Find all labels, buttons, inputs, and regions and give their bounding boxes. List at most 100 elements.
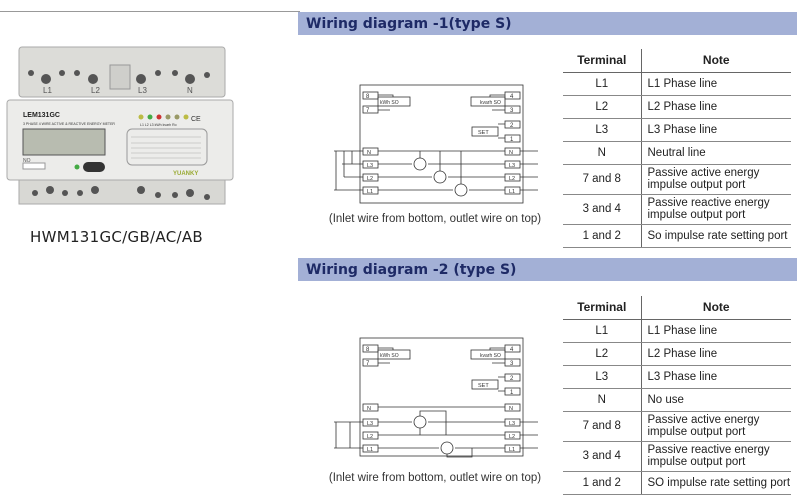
svg-text:L3: L3 [367, 421, 373, 427]
note-cell: Neutral line [641, 141, 791, 165]
diagram-1-caption: (Inlet wire from bottom, outlet wire on … [328, 213, 542, 225]
col-terminal: Terminal [563, 49, 642, 73]
svg-text:kWh SO: kWh SO [380, 353, 399, 359]
svg-text:YUANKY: YUANKY [173, 171, 198, 177]
model-label: HWM131GC/GB/AC/AB [30, 228, 203, 246]
terminal-cell: 7 and 8 [563, 164, 642, 195]
note-cell: L2 Phase line [641, 342, 791, 366]
svg-text:L1 L2 L3 kWh kvarh Ro: L1 L2 L3 kWh kvarh Ro [140, 123, 177, 127]
svg-text:LEM131GC: LEM131GC [23, 112, 60, 119]
svg-text:3: 3 [510, 361, 514, 367]
svg-text:L1: L1 [509, 447, 515, 453]
svg-text:SET: SET [478, 130, 489, 136]
note-cell: L1 Phase line [641, 72, 791, 96]
svg-text:L3: L3 [367, 163, 373, 169]
svg-text:4: 4 [510, 94, 514, 100]
svg-text:L1: L1 [367, 447, 373, 453]
svg-text:L1: L1 [509, 189, 515, 195]
svg-text:2: 2 [510, 123, 514, 129]
svg-text:L3: L3 [509, 163, 515, 169]
svg-text:2: 2 [510, 376, 514, 382]
svg-text:7: 7 [366, 108, 370, 114]
terminal-cell: 3 and 4 [563, 194, 642, 225]
svg-text:N: N [509, 150, 513, 156]
svg-text:kvarh SO: kvarh SO [480, 100, 501, 106]
svg-text:L2: L2 [509, 434, 515, 440]
svg-text:N: N [367, 150, 371, 156]
note-cell: L3 Phase line [641, 365, 791, 389]
col-note: Note [641, 49, 791, 73]
note-cell: Passive active energy impulse output por… [641, 164, 791, 195]
svg-text:L2: L2 [367, 176, 373, 182]
note-cell: SO impulse rate setting port [641, 471, 791, 495]
col-terminal: Terminal [563, 296, 642, 320]
note-cell: Passive reactive energy impulse output p… [641, 441, 791, 472]
terminal-cell: 7 and 8 [563, 411, 642, 442]
svg-text:CE: CE [191, 116, 201, 123]
note-cell: So impulse rate setting port [641, 224, 791, 248]
svg-text:L1: L1 [43, 86, 52, 95]
svg-text:N: N [367, 406, 371, 412]
svg-text:L2: L2 [91, 86, 100, 95]
svg-text:N: N [509, 406, 513, 412]
note-cell: L1 Phase line [641, 319, 791, 343]
col-note: Note [641, 296, 791, 320]
terminal-cell: L1 [563, 72, 642, 96]
svg-text:3: 3 [510, 108, 514, 114]
note-cell: No use [641, 388, 791, 412]
svg-text:L2: L2 [509, 176, 515, 182]
note-cell: L2 Phase line [641, 95, 791, 119]
terminal-cell: L2 [563, 95, 642, 119]
terminal-cell: L3 [563, 365, 642, 389]
svg-text:NO: NO [23, 158, 31, 164]
svg-text:3 PHASE 4 WIRE ACTIVE & REACTI: 3 PHASE 4 WIRE ACTIVE & REACTIVE ENERGY … [23, 122, 115, 126]
svg-text:8: 8 [366, 347, 370, 353]
terminal-cell: L1 [563, 319, 642, 343]
divider-line [0, 11, 300, 12]
terminal-cell: L2 [563, 342, 642, 366]
note-cell: Passive active energy impulse output por… [641, 411, 791, 442]
energy-meter-image: L1 L2 L3 N LEM131GC 3 PHASE 4 WIRE ACTIV… [6, 46, 234, 205]
svg-text:L3: L3 [509, 421, 515, 427]
svg-text:kWh SO: kWh SO [380, 100, 399, 106]
svg-text:N: N [187, 86, 193, 95]
section-header-wiring-1: Wiring diagram -1(type S) [298, 12, 797, 35]
terminal-cell: N [563, 141, 642, 165]
diagram-2-caption: (Inlet wire from bottom, outlet wire on … [328, 472, 542, 484]
terminal-cell: N [563, 388, 642, 412]
svg-text:4: 4 [510, 347, 514, 353]
note-cell: Passive reactive energy impulse output p… [641, 194, 791, 225]
svg-text:L3: L3 [138, 86, 147, 95]
terminal-cell: 1 and 2 [563, 224, 642, 248]
terminal-cell: 1 and 2 [563, 471, 642, 495]
svg-text:1: 1 [510, 137, 514, 143]
note-cell: L3 Phase line [641, 118, 791, 142]
terminal-cell: L3 [563, 118, 642, 142]
svg-text:8: 8 [366, 94, 370, 100]
section-header-wiring-2: Wiring diagram -2 (type S) [298, 258, 797, 281]
svg-text:SET: SET [478, 383, 489, 389]
svg-text:1: 1 [510, 390, 514, 396]
terminal-cell: 3 and 4 [563, 441, 642, 472]
svg-text:L2: L2 [367, 434, 373, 440]
svg-text:L1: L1 [367, 189, 373, 195]
svg-text:7: 7 [366, 361, 370, 367]
